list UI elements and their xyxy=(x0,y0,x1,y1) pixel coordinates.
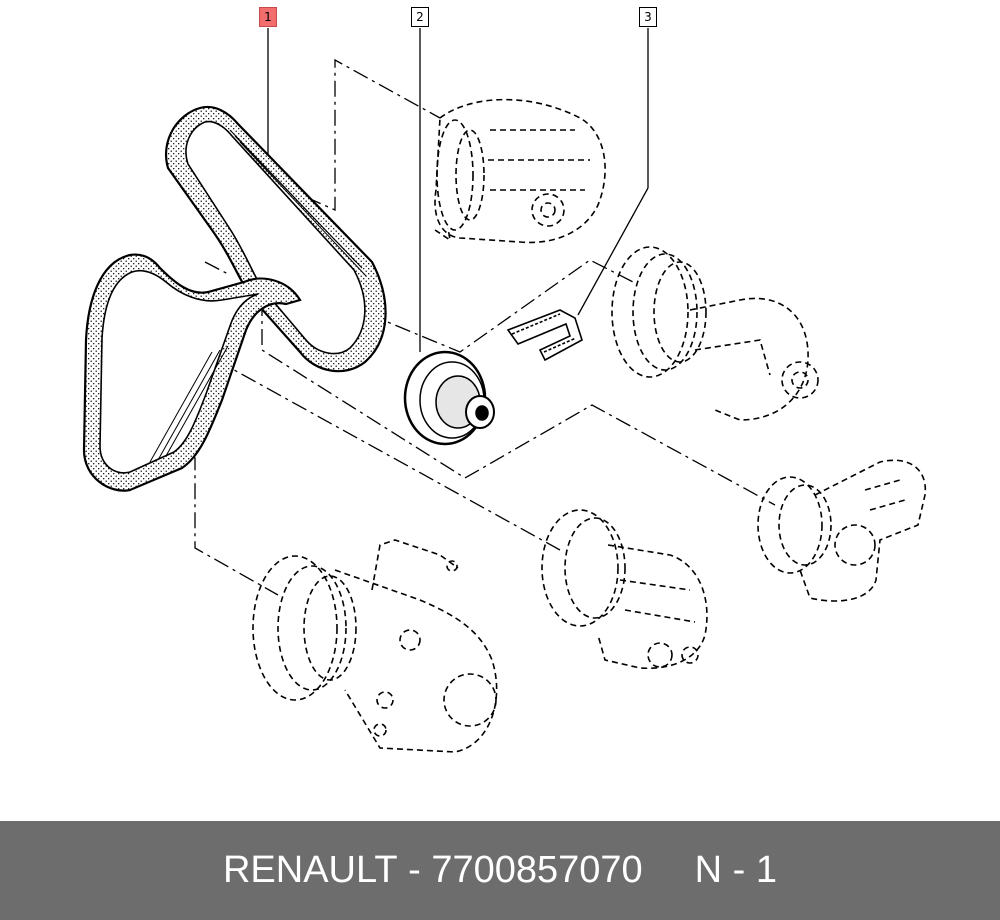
caption-separator: - xyxy=(408,849,421,891)
callout-leader-lines xyxy=(267,28,649,352)
callout-part-2[interactable]: 2 xyxy=(411,7,429,27)
position-code: N - 1 xyxy=(694,849,778,891)
crankshaft-pulley xyxy=(611,246,819,421)
tensioner-pulley xyxy=(403,350,495,446)
drive-belt-upper xyxy=(165,105,387,373)
part-caption-bar: RENAULT - 7700857070 N - 1 xyxy=(0,821,1000,920)
belt-drive-exploded-diagram xyxy=(82,28,927,753)
alternator xyxy=(434,98,606,244)
power-steering-pump xyxy=(757,459,927,602)
bracket-clip xyxy=(506,309,583,362)
callout-part-3[interactable]: 3 xyxy=(639,7,657,27)
drive-belt-lower xyxy=(82,253,302,492)
brand-name: RENAULT xyxy=(222,849,398,891)
ac-compressor xyxy=(252,539,498,753)
water-pump xyxy=(541,509,708,670)
callout-part-1[interactable]: 1 xyxy=(259,7,277,27)
caption-space xyxy=(398,849,409,892)
caption-space xyxy=(421,849,432,892)
part-number: 7700857070 xyxy=(431,849,643,891)
